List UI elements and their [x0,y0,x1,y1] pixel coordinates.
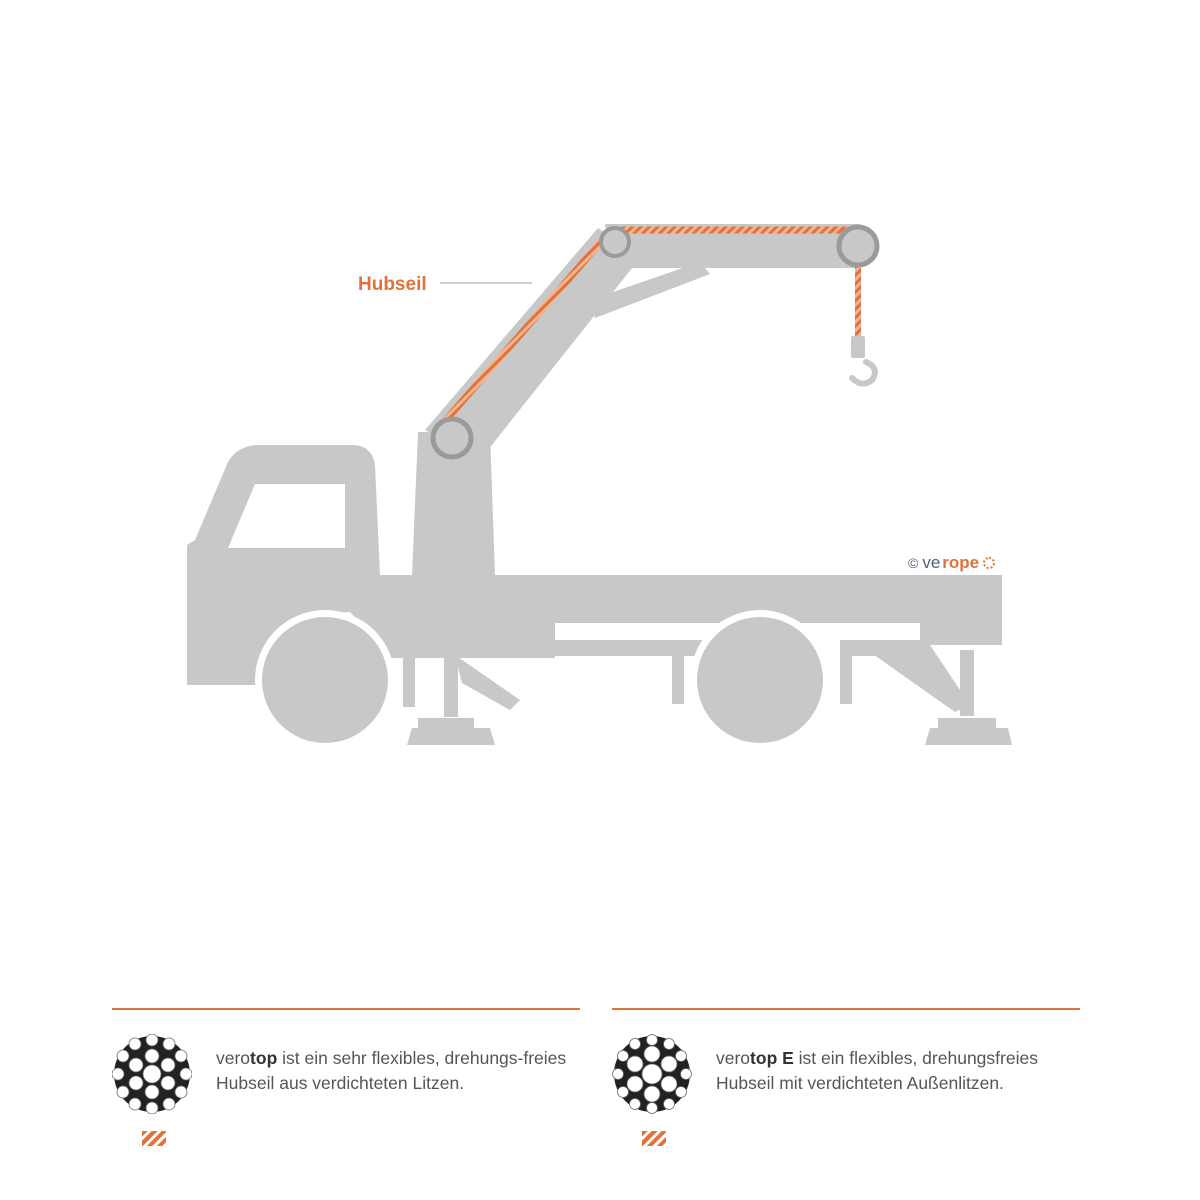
rope-cross-section-icon [112,1034,192,1114]
crane-boom [425,224,860,460]
product-description: verotop E ist ein flexibles, drehungsfre… [716,1046,1086,1096]
verope-logo-icon [983,557,996,569]
crane-truck-diagram: Hubseil [187,224,1012,750]
product-name-prefix: vero [716,1048,751,1068]
product-description-text: ist ein flexibles, drehungsfreies Hubsei… [716,1048,1038,1093]
divider-right [612,1008,1080,1010]
product-card-verotop-e: verotop E ist ein flexibles, drehungsfre… [612,1034,1092,1154]
brand-name-part1: ve [922,553,941,572]
product-card-verotop: verotop ist ein sehr flexibles, drehungs… [112,1034,592,1154]
pulley-top-left [599,226,631,258]
product-description: verotop ist ein sehr flexibles, drehungs… [216,1046,586,1096]
product-name-bold: top E [750,1048,794,1068]
product-description-text: ist ein sehr flexibles, drehungs-freies … [216,1048,567,1093]
brand-name-part2: rope [942,553,980,572]
rope-cross-section-icon [612,1034,692,1114]
rear-wheel [690,610,830,750]
pulley-lower [430,416,474,460]
rope-hatch-swatch-icon [642,1131,666,1146]
rope-hatch-swatch-icon [142,1131,166,1146]
crane-hook-icon [849,336,878,387]
copyright-symbol: © [908,555,919,571]
callout-label: Hubseil [358,274,427,295]
product-name-prefix: vero [216,1048,251,1068]
hoist-rope [442,226,861,424]
product-name-bold: top [250,1048,278,1068]
pulley-top-right [836,224,880,268]
divider-left [112,1008,580,1010]
cab-window [228,484,345,548]
front-wheel [255,610,395,750]
